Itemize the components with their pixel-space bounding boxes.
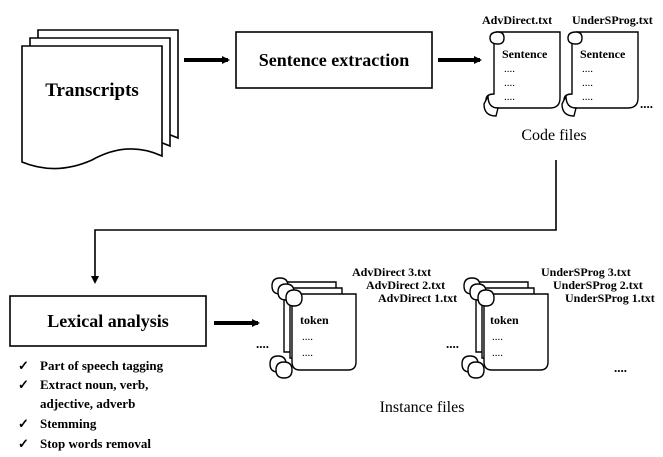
code-file-2-dots-2: .... (582, 77, 593, 89)
code-file-name-2: UnderSProg.txt (572, 13, 653, 27)
instance-files-caption: Instance files (380, 399, 465, 416)
instance-file-name-g2-3: UnderSProg 3.txt (541, 265, 631, 279)
code-files-trailing-dots: .... (640, 96, 653, 111)
instance-file-name-g1-2: AdvDirect 2.txt (366, 278, 445, 292)
instance-g2-dots-1: .... (492, 331, 503, 343)
code-file-1-dots-2: .... (504, 77, 515, 89)
code-file-1-dots-3: .... (504, 91, 515, 103)
step-3-check-icon: ✓ (18, 416, 29, 431)
step-4-label: Stop words removal (40, 436, 151, 451)
code-file-1-dots-1: .... (504, 63, 515, 75)
code-file-1-heading: Sentence (502, 47, 548, 61)
sentence-extraction-box (235, 31, 433, 89)
code-file-2-dots-1: .... (582, 63, 593, 75)
step-1-check-icon: ✓ (18, 358, 29, 373)
instance-file-name-g2-1: UnderSProg 1.txt (565, 291, 655, 305)
step-3-label: Stemming (40, 416, 97, 431)
instance-file-name-g1-1: AdvDirect 1.txt (378, 291, 457, 305)
instance-g2-dots-2: .... (492, 347, 503, 359)
step-2-check-icon: ✓ (18, 377, 29, 392)
instance-g1-dots-2: .... (302, 347, 313, 359)
step-4-check-icon: ✓ (18, 436, 29, 451)
arrow-code-files-to-lexical (91, 160, 557, 284)
step-1-label: Part of speech tagging (40, 358, 164, 373)
step-2-continued: adjective, adverb (40, 396, 135, 411)
instance-scroll-stack-1 (269, 277, 357, 379)
lexical-analysis-box (9, 295, 207, 347)
instance-file-name-g2-2: UnderSProg 2.txt (553, 278, 643, 292)
instance-g1-heading: token (300, 313, 329, 327)
transcripts-document-stack (21, 29, 179, 170)
sentence-extraction-label: Sentence extraction (259, 50, 409, 70)
instance-g1-side-dots: .... (256, 336, 269, 351)
lexical-steps-list: ✓ Part of speech tagging ✓ Extract noun,… (18, 358, 164, 451)
instance-trailing-dots: .... (614, 360, 627, 375)
instance-g2-side-dots: .... (446, 336, 459, 351)
code-file-2-heading: Sentence (580, 47, 626, 61)
code-files-caption: Code files (521, 127, 586, 144)
transcripts-label: Transcripts (45, 80, 139, 101)
step-2-label: Extract noun, verb, (40, 377, 148, 392)
instance-g1-dots-1: .... (302, 331, 313, 343)
instance-g2-heading: token (490, 313, 519, 327)
lexical-analysis-label: Lexical analysis (47, 311, 169, 331)
code-file-name-1: AdvDirect.txt (482, 13, 552, 27)
code-file-2-dots-3: .... (582, 91, 593, 103)
instance-file-name-g1-3: AdvDirect 3.txt (352, 265, 431, 279)
code-file-scroll-1 (483, 31, 561, 117)
code-file-scroll-2 (561, 31, 639, 117)
instance-scroll-stack-2 (461, 277, 549, 379)
